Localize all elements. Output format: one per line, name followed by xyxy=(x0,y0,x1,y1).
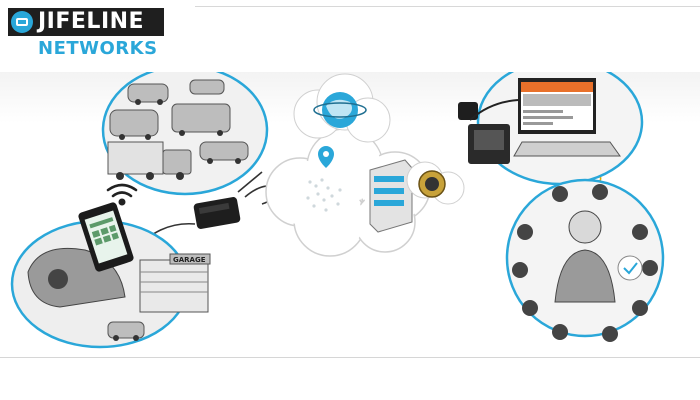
tablet-icon xyxy=(78,202,134,272)
network-illustration: GARAGE xyxy=(10,72,665,349)
jifeline-logo[interactable]: JIFELINE NETWORKS xyxy=(8,8,164,64)
obd-adapter-icon xyxy=(193,197,241,229)
logo-badge-icon xyxy=(11,11,33,33)
header: JIFELINE NETWORKS xyxy=(0,0,700,72)
logo-wordmark: JIFELINE xyxy=(38,9,145,34)
hero-divider xyxy=(0,357,700,358)
server-icon xyxy=(369,159,413,233)
map-pin-icon xyxy=(318,146,334,168)
wifi-icon xyxy=(106,183,138,206)
globe-icon xyxy=(293,73,391,143)
logo-subwordmark: NETWORKS xyxy=(38,38,158,59)
garage-sign: GARAGE xyxy=(173,256,206,264)
vehicles-icon xyxy=(101,72,269,196)
header-divider xyxy=(195,6,700,7)
specialist-icon xyxy=(505,178,665,342)
security-icon xyxy=(406,161,465,205)
laptop-icon xyxy=(458,72,644,186)
logo-dark-block: JIFELINE xyxy=(8,8,164,36)
